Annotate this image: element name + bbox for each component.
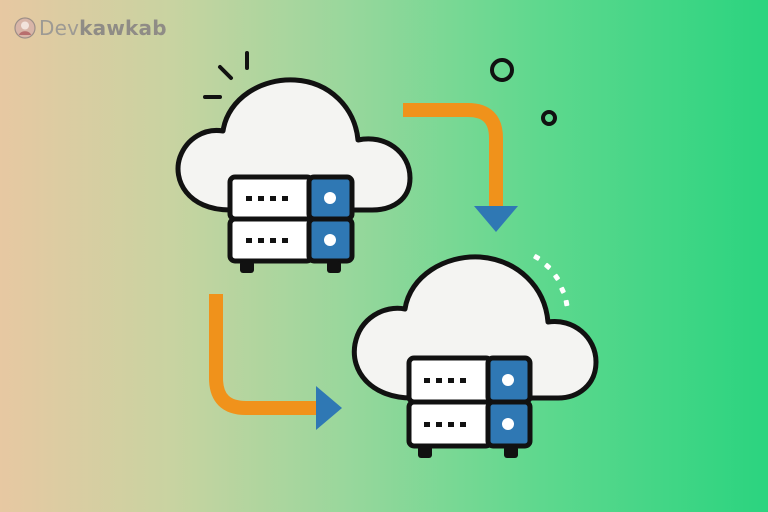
- devkawkab-logo-icon: [14, 17, 36, 39]
- dotted-arc-decoration: [533, 254, 570, 307]
- arrow-down-icon: [403, 103, 518, 232]
- brand-prefix: Dev: [39, 16, 80, 40]
- circle-decoration-small: [541, 110, 557, 126]
- cloud-server-target-icon: [351, 254, 599, 458]
- brand-suffix: kawkab: [79, 16, 167, 40]
- cloud-server-source-icon: [175, 77, 413, 273]
- brand-logo[interactable]: Devkawkab: [14, 15, 167, 41]
- server-rack-top: [227, 174, 355, 273]
- spark-lines-decoration: [203, 51, 249, 99]
- circle-decoration-large: [490, 58, 514, 82]
- server-rack-bottom: [406, 355, 533, 458]
- arrow-right-icon: [209, 294, 342, 430]
- brand-name: Devkawkab: [39, 15, 167, 41]
